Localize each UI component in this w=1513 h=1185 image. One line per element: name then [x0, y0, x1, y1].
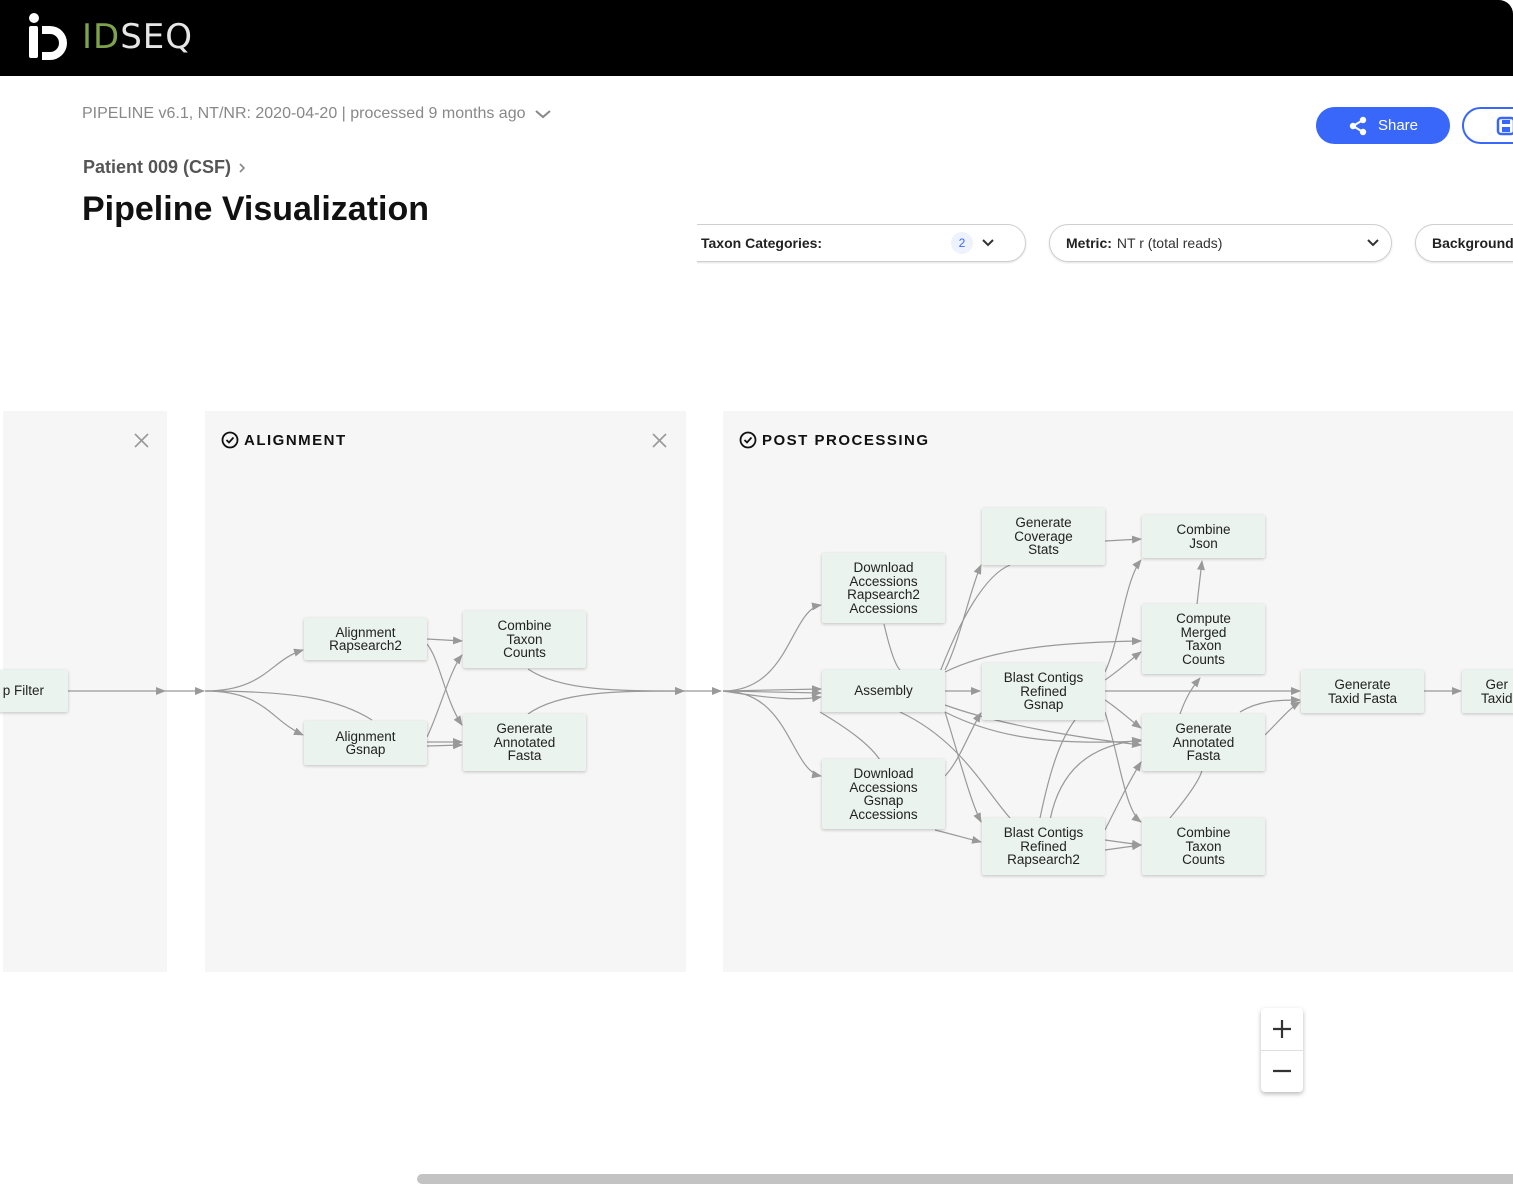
logo-text: IDSEQ: [82, 17, 194, 57]
stage-title-alignment: ALIGNMENT: [221, 431, 347, 449]
stage-panel-alignment: [205, 411, 686, 972]
stage-title-text: ALIGNMENT: [244, 431, 347, 449]
horizontal-scrollbar[interactable]: [417, 1174, 1513, 1184]
chevron-down-icon: [1367, 239, 1379, 247]
node-download-accessions-gsnap[interactable]: Download Accessions Gsnap Accessions: [822, 759, 945, 829]
share-label: Share: [1377, 117, 1419, 134]
chevron-right-icon: [239, 162, 246, 173]
zoom-divider: [1261, 1050, 1303, 1051]
zoom-in-button[interactable]: [1261, 1008, 1303, 1050]
share-button[interactable]: Share: [1316, 107, 1450, 144]
close-icon[interactable]: [651, 432, 668, 449]
node-post-generate-annotated-fasta[interactable]: Generate Annotated Fasta: [1142, 714, 1265, 771]
save-icon: [1496, 116, 1513, 136]
node-compute-merged-taxon-counts[interactable]: Compute Merged Taxon Counts: [1142, 604, 1265, 674]
zoom-out-button[interactable]: [1261, 1050, 1303, 1092]
background-label: Background: [1432, 235, 1513, 251]
stage-title-post-processing: POST PROCESSING: [739, 431, 930, 449]
background-dropdown[interactable]: Background: [1415, 224, 1513, 262]
chevron-down-icon: [534, 110, 551, 119]
node-combine-json[interactable]: Combine Json: [1142, 515, 1265, 558]
node-generate-coverage-stats[interactable]: Generate Coverage Stats: [982, 508, 1105, 565]
idseq-logo[interactable]: IDSEQ: [24, 12, 193, 62]
chevron-down-icon: [982, 239, 994, 247]
pipeline-version-text: PIPELINE v6.1, NT/NR: 2020-04-20 | proce…: [82, 105, 526, 122]
idseq-logo-icon: [29, 13, 67, 60]
node-generate-annotated-fasta[interactable]: Generate Annotated Fasta: [463, 714, 586, 771]
top-navigation-bar: IDSEQ: [0, 0, 1513, 76]
node-generate-taxid-cut[interactable]: Ger Taxid: [1462, 670, 1513, 713]
metric-value: NT r (total reads): [1116, 235, 1223, 251]
breadcrumb[interactable]: Patient 009 (CSF): [83, 157, 247, 178]
zoom-controls: [1261, 1008, 1303, 1092]
plus-icon: [1273, 1020, 1291, 1038]
taxon-categories-label: Taxon Categories:: [701, 235, 823, 251]
node-generate-taxid-fasta[interactable]: Generate Taxid Fasta: [1301, 670, 1424, 713]
taxon-categories-count-badge: 2: [951, 232, 973, 254]
minus-icon: [1273, 1069, 1291, 1073]
taxon-categories-dropdown[interactable]: Taxon Categories: 2: [697, 224, 1026, 262]
check-circle-icon: [739, 431, 757, 449]
filter-bar: Taxon Categories: 2 Metric: NT r (total …: [697, 224, 1513, 264]
node-alignment-gsnap[interactable]: Alignment Gsnap: [304, 721, 427, 765]
page-title: Pipeline Visualization: [82, 190, 430, 228]
breadcrumb-sample[interactable]: Patient 009 (CSF): [83, 157, 232, 177]
save-button[interactable]: [1462, 107, 1513, 144]
node-host-filter[interactable]: p Filter: [0, 670, 68, 712]
share-icon: [1349, 116, 1367, 135]
metric-label: Metric:: [1066, 235, 1112, 251]
check-circle-icon: [221, 431, 239, 449]
node-assembly[interactable]: Assembly: [822, 670, 945, 712]
stage-title-text: POST PROCESSING: [762, 431, 930, 449]
node-combine-taxon-counts[interactable]: Combine Taxon Counts: [463, 611, 586, 668]
node-download-accessions-rapsearch2[interactable]: Download Accessions Rapsearch2 Accession…: [822, 553, 945, 623]
node-post-combine-taxon-counts[interactable]: Combine Taxon Counts: [1142, 818, 1265, 875]
node-alignment-rapsearch2[interactable]: Alignment Rapsearch2: [304, 618, 427, 660]
node-blast-contigs-refined-gsnap[interactable]: Blast Contigs Refined Gsnap: [982, 663, 1105, 720]
close-icon[interactable]: [133, 432, 150, 449]
metric-dropdown[interactable]: Metric: NT r (total reads): [1049, 224, 1392, 262]
node-blast-contigs-refined-rapsearch2[interactable]: Blast Contigs Refined Rapsearch2: [982, 818, 1105, 875]
pipeline-version-dropdown[interactable]: PIPELINE v6.1, NT/NR: 2020-04-20 | proce…: [82, 105, 552, 123]
